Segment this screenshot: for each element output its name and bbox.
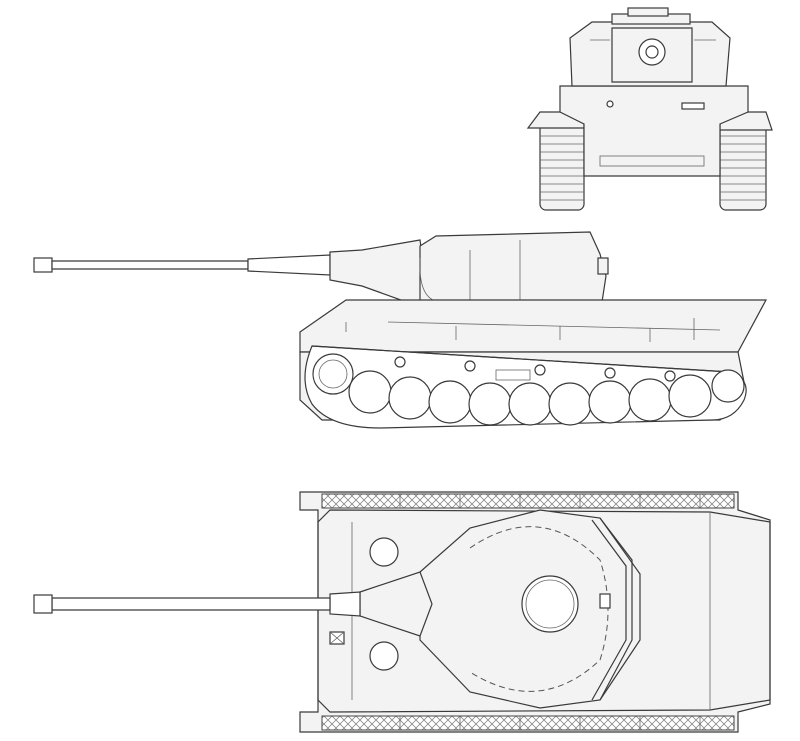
side-turret-bustle [597,257,609,275]
side-tow-hook [495,369,531,381]
top-left-fender [321,493,735,509]
side-upper-hull [299,299,768,353]
side-barrel [51,260,249,270]
front-hull [559,85,749,177]
side-muzzle-brake [33,257,53,273]
top-commander-cupola [521,575,579,633]
front-right-track [719,117,767,211]
top-driver-hatch [369,537,399,567]
front-headlight [681,102,705,110]
side-turret [419,231,607,303]
front-gun-muzzle-inner [645,45,659,59]
front-lower-plate [599,155,705,167]
side-idler-wheel [711,369,745,403]
top-turret-ring [469,526,609,692]
top-right-fender [321,715,735,731]
front-view [526,7,773,211]
top-periscope [599,593,611,609]
top-barrel [51,597,331,611]
side-view [33,231,768,429]
side-road-wheels [348,370,712,426]
top-muzzle-brake [33,594,53,614]
front-left-track [539,117,585,211]
top-view [33,491,771,733]
top-barrel-sleeve [329,591,361,617]
front-cupola [627,7,669,17]
side-return-rollers [394,356,676,382]
side-mantlet [329,239,429,305]
side-barrel-sleeve [247,254,331,276]
side-gun [33,254,331,276]
front-hook [606,100,614,108]
top-radio-hatch [369,641,399,671]
